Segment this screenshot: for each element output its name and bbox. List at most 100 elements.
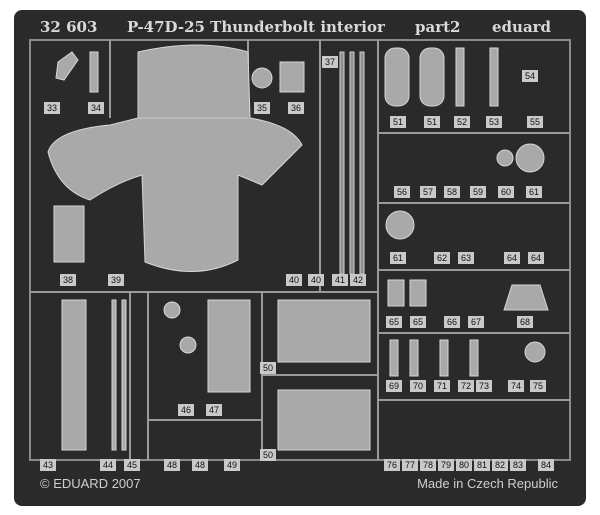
part-tab-l80: 80 bbox=[456, 459, 472, 471]
part-tab-l69: 69 bbox=[386, 380, 402, 392]
part-tab-l78: 78 bbox=[420, 459, 436, 471]
part-number-label: 65 bbox=[389, 317, 399, 327]
part-tab-l46: 46 bbox=[178, 404, 194, 416]
part-number-label: 50 bbox=[263, 450, 273, 460]
part-tab-l68: 68 bbox=[517, 316, 533, 328]
part-number-label: 84 bbox=[541, 460, 551, 470]
part-tab-l61a: 61 bbox=[526, 186, 542, 198]
part-tab-l64a: 64 bbox=[504, 252, 520, 264]
part-tab-l65b: 65 bbox=[410, 316, 426, 328]
set-number: 32 603 bbox=[40, 18, 97, 36]
part-number-label: 68 bbox=[520, 317, 530, 327]
part-number-label: 61 bbox=[393, 253, 403, 263]
part-number-label: 61 bbox=[529, 187, 539, 197]
part-number-label: 37 bbox=[325, 57, 335, 67]
part-tab-l84: 84 bbox=[538, 459, 554, 471]
part-tab-l40a: 40 bbox=[286, 274, 302, 286]
part-number-label: 64 bbox=[507, 253, 517, 263]
part-number-label: 52 bbox=[457, 117, 467, 127]
part-tab-l65a: 65 bbox=[386, 316, 402, 328]
part-tab-l54: 54 bbox=[522, 70, 538, 82]
part-tab-l70: 70 bbox=[410, 380, 426, 392]
part-number-label: 79 bbox=[441, 460, 451, 470]
part-tab-l50b: 50 bbox=[260, 449, 276, 461]
part-number-label: 59 bbox=[473, 187, 483, 197]
part-tab-l35: 35 bbox=[254, 102, 270, 114]
part-number-label: 58 bbox=[447, 187, 457, 197]
part-number-label: 49 bbox=[227, 460, 237, 470]
part-number-label: 69 bbox=[389, 381, 399, 391]
part-tab-l48b: 48 bbox=[192, 459, 208, 471]
part-number-label: 80 bbox=[459, 460, 469, 470]
part-number-label: 66 bbox=[447, 317, 457, 327]
part-number-label: 42 bbox=[353, 275, 363, 285]
part-number-label: 55 bbox=[530, 117, 540, 127]
part-number-label: 45 bbox=[127, 460, 137, 470]
part-number-label: 47 bbox=[209, 405, 219, 415]
part-tab-l51a: 51 bbox=[390, 116, 406, 128]
part-tab-l38: 38 bbox=[60, 274, 76, 286]
part-tab-l82: 82 bbox=[492, 459, 508, 471]
part-number-label: 33 bbox=[47, 103, 57, 113]
part-number-label: 50 bbox=[263, 363, 273, 373]
part-number-label: 34 bbox=[91, 103, 101, 113]
part-number-label: 43 bbox=[43, 460, 53, 470]
part-tab-l44: 44 bbox=[100, 459, 116, 471]
part-tab-l37: 37 bbox=[322, 56, 338, 68]
part-tab-l49: 49 bbox=[224, 459, 240, 471]
part-tab-l62: 62 bbox=[434, 252, 450, 264]
fret-part: part2 bbox=[415, 18, 460, 36]
part-tab-l57: 57 bbox=[420, 186, 436, 198]
part-number-label: 56 bbox=[397, 187, 407, 197]
part-number-label: 57 bbox=[423, 187, 433, 197]
part-number-label: 63 bbox=[461, 253, 471, 263]
part-tab-l77: 77 bbox=[402, 459, 418, 471]
part-tab-l52: 52 bbox=[454, 116, 470, 128]
part-tab-l67: 67 bbox=[468, 316, 484, 328]
part-tab-l55: 55 bbox=[527, 116, 543, 128]
part-number-label: 71 bbox=[437, 381, 447, 391]
part-tab-l36: 36 bbox=[288, 102, 304, 114]
part-number-label: 39 bbox=[111, 275, 121, 285]
part-tab-l66: 66 bbox=[444, 316, 460, 328]
part-number-label: 40 bbox=[311, 275, 321, 285]
part-number-label: 81 bbox=[477, 460, 487, 470]
part-number-label: 46 bbox=[181, 405, 191, 415]
part-tab-l74: 74 bbox=[508, 380, 524, 392]
part-number-label: 44 bbox=[103, 460, 113, 470]
part-tab-l53: 53 bbox=[486, 116, 502, 128]
part-tab-l64b: 64 bbox=[528, 252, 544, 264]
part-number-label: 64 bbox=[531, 253, 541, 263]
part-number-label: 78 bbox=[423, 460, 433, 470]
part-tab-l47: 47 bbox=[206, 404, 222, 416]
part-tab-l76: 76 bbox=[384, 459, 400, 471]
part-tab-l58: 58 bbox=[444, 186, 460, 198]
part-tab-l61b: 61 bbox=[390, 252, 406, 264]
origin-text: Made in Czech Republic bbox=[417, 476, 558, 491]
outer-frame bbox=[29, 39, 571, 461]
part-tab-l59: 59 bbox=[470, 186, 486, 198]
part-number-label: 76 bbox=[387, 460, 397, 470]
part-tab-l71: 71 bbox=[434, 380, 450, 392]
part-number-label: 67 bbox=[471, 317, 481, 327]
part-tab-l45: 45 bbox=[124, 459, 140, 471]
part-number-tabs: 33 34 35 36 37 51 51 52 53 54 55 56 57 58 59 60 61 61 62 63… bbox=[40, 56, 554, 471]
part-tab-l43: 43 bbox=[40, 459, 56, 471]
part-tab-l81: 81 bbox=[474, 459, 490, 471]
part-number-label: 77 bbox=[405, 460, 415, 470]
part-number-label: 48 bbox=[195, 460, 205, 470]
seat-back-part bbox=[47, 44, 303, 272]
part-number-label: 60 bbox=[501, 187, 511, 197]
part-tab-l72: 72 bbox=[458, 380, 474, 392]
part-number-label: 51 bbox=[427, 117, 437, 127]
fret-title: P-47D-25 Thunderbolt interior bbox=[127, 18, 386, 36]
part-tab-l79: 79 bbox=[438, 459, 454, 471]
part-number-label: 51 bbox=[393, 117, 403, 127]
part-number-label: 62 bbox=[437, 253, 447, 263]
part-number-label: 65 bbox=[413, 317, 423, 327]
part-number-label: 36 bbox=[291, 103, 301, 113]
part-number-label: 74 bbox=[511, 381, 521, 391]
part-number-label: 75 bbox=[533, 381, 543, 391]
part-tab-l83: 83 bbox=[510, 459, 526, 471]
